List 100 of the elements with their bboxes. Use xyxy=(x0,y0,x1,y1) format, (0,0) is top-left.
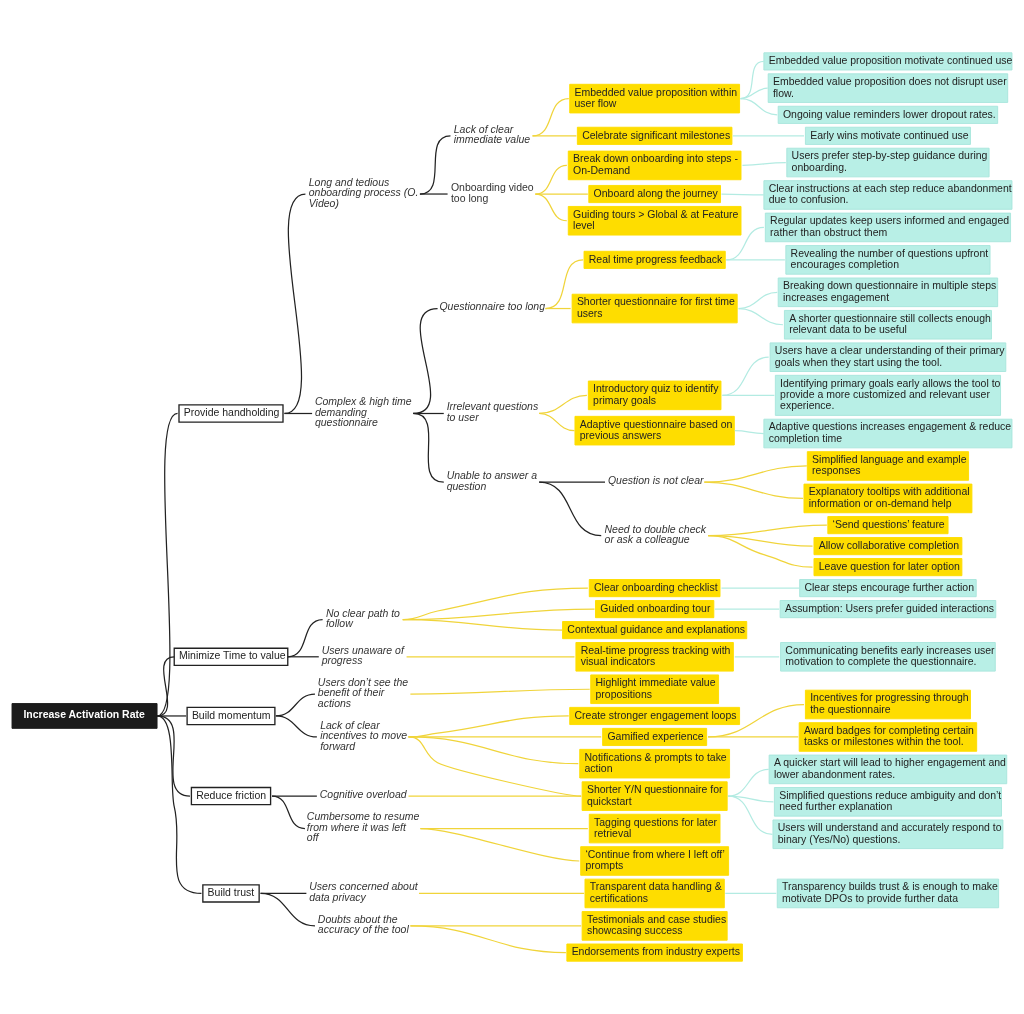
node-box: Create stronger engagement loops xyxy=(569,706,741,726)
node-box: Assumption: Users prefer guided interactions xyxy=(779,600,997,619)
connector xyxy=(271,795,318,797)
node-box: Embedded value proposition within user flow xyxy=(569,83,741,114)
node-box: Shorter Y/N questionnaire for quickstart xyxy=(581,781,728,811)
node-box: Simplified language and example responses xyxy=(806,451,970,481)
node-text: Question is not clear xyxy=(607,474,704,486)
connector xyxy=(402,618,564,631)
connector xyxy=(738,307,784,326)
node-box: Incentives for progressing through the questionnaire xyxy=(804,689,971,720)
node-box: Build trust xyxy=(202,884,260,903)
connector xyxy=(721,394,775,396)
node-box: Gamified experience xyxy=(602,727,708,746)
node-text: Questionnaire too long xyxy=(439,301,545,313)
node-text: Doubts about the accuracy of the tool xyxy=(317,913,409,936)
connector xyxy=(739,98,778,116)
connector xyxy=(727,768,770,797)
node-box: Contextual guidance and explanations xyxy=(562,621,748,640)
connector xyxy=(741,161,787,167)
node-text: Users unaware of progress xyxy=(321,644,404,667)
node-box: Identifying primary goals early allows the tool to provide a more customized and relevant user experience. xyxy=(774,374,1001,416)
connector xyxy=(275,715,318,738)
connector xyxy=(412,412,445,483)
node-box: Breaking down questionnaire in multiple steps increases engagement xyxy=(777,277,999,308)
node-box: Guided onboarding tour xyxy=(595,600,715,619)
node-text: Onboarding video too long xyxy=(450,181,534,205)
node-box: Explanatory tooltips with additional information or on-demand help xyxy=(803,483,973,514)
connector xyxy=(534,193,568,222)
connector xyxy=(534,193,589,195)
connector xyxy=(707,535,814,568)
connector xyxy=(714,608,780,610)
connector xyxy=(156,715,203,895)
node-box: Break down onboarding into steps - On-Demand xyxy=(567,150,742,181)
node-box: Users prefer step-by-step guidance during onboarding. xyxy=(786,147,990,178)
node-box: Adaptive questionnaire based on previous answers xyxy=(574,415,735,446)
node-box: Regular updates keep users informed and engaged rather than obstruct them xyxy=(764,212,1012,243)
node-box: Introductory quiz to identify primary goals xyxy=(587,380,722,411)
node-box: Clear steps encourage further action xyxy=(799,579,977,598)
connector xyxy=(703,481,804,500)
node-box: Celebrate significant milestones xyxy=(576,126,733,145)
node-text: Complex & high time demanding questionnaire xyxy=(314,396,412,429)
node-box: Guiding tours > Global & at Feature level xyxy=(567,205,742,236)
node-box: Allow collaborative completion xyxy=(813,537,963,556)
node-box: Reduce friction xyxy=(190,786,272,806)
node-text: No clear path to follow xyxy=(325,607,400,630)
connector xyxy=(283,412,313,415)
connector xyxy=(727,795,775,803)
node-box: Clear onboarding checklist xyxy=(588,579,721,598)
node-box: Embedded value proposition motivate continued use xyxy=(763,52,1013,71)
node-box: Highlight immediate value propositions xyxy=(590,674,720,705)
connector xyxy=(287,656,320,658)
connector xyxy=(725,259,786,261)
connector xyxy=(544,259,584,310)
node-box: Shorter questionnaire for first time users xyxy=(571,293,738,324)
node-box: Leave question for later option xyxy=(813,558,963,577)
connector xyxy=(271,795,306,830)
node-box: Award badges for completing certain tasks or milestones within the tool. xyxy=(798,722,978,752)
node-box: Early wins motivate continued use xyxy=(804,126,971,145)
connector xyxy=(538,481,602,537)
connector xyxy=(419,135,452,195)
connector xyxy=(707,736,799,738)
node-box: Notifications & prompts to take action xyxy=(579,748,731,779)
connector xyxy=(418,892,585,895)
node-box: Users will understand and accurately respond to binary (Yes/No) questions. xyxy=(772,819,1004,850)
connector xyxy=(544,307,572,310)
node-box: Revealing the number of questions upfront encourages completion xyxy=(785,245,991,275)
node-box: Adaptive questions increases engagement & reduce completion time xyxy=(763,418,1013,449)
connector xyxy=(531,135,578,137)
node-box: Simplified questions reduce ambiguity and don’t need further explanation xyxy=(773,787,1002,817)
node-text: Cognitive overload xyxy=(319,788,407,800)
node-box: Testimonials and case studies showcasing success xyxy=(581,911,728,941)
connector xyxy=(407,736,582,797)
node-box: ‘Continue from where I left off’ prompts xyxy=(580,846,730,876)
connector xyxy=(724,892,777,895)
connector xyxy=(259,892,316,927)
node-box: A quicker start will lead to higher engagement and lower abandonment rates. xyxy=(768,754,1008,785)
node-box: Transparent data handling & certifications xyxy=(584,878,725,909)
connector xyxy=(419,193,449,195)
connector xyxy=(419,827,580,862)
node-text: Need to double check or ask a colleague xyxy=(604,523,706,546)
node-box: Real time progress feedback xyxy=(583,250,726,269)
node-box: Build momentum xyxy=(186,706,276,726)
node-box: Users have a clear understanding of their primary goals when they start using the tool. xyxy=(769,342,1007,372)
node-box: Tagging questions for later retrieval xyxy=(588,813,721,844)
node-text: Lack of clear incentives to move forward xyxy=(320,719,408,752)
node-text: Irrelevant questions to user xyxy=(446,401,539,423)
connector xyxy=(720,587,800,589)
node-box: Real-time progress tracking with visual indicators xyxy=(575,642,734,672)
node-text: Cumbersome to resume from where it was left off xyxy=(306,811,420,844)
connector xyxy=(734,656,780,658)
connector xyxy=(538,412,576,432)
connector xyxy=(409,688,591,695)
node-box: Embedded value proposition does not disrupt user flow. xyxy=(767,73,1009,103)
node-text: Users don’t see the benefit of their actions xyxy=(317,676,409,709)
connector xyxy=(287,618,324,658)
node-box: Onboard along the journey xyxy=(588,184,721,204)
node-text: Lack of clear immediate value xyxy=(453,123,531,146)
connector xyxy=(407,795,582,797)
node-box: Endorsements from industry experts xyxy=(566,943,743,962)
connector xyxy=(405,656,576,658)
